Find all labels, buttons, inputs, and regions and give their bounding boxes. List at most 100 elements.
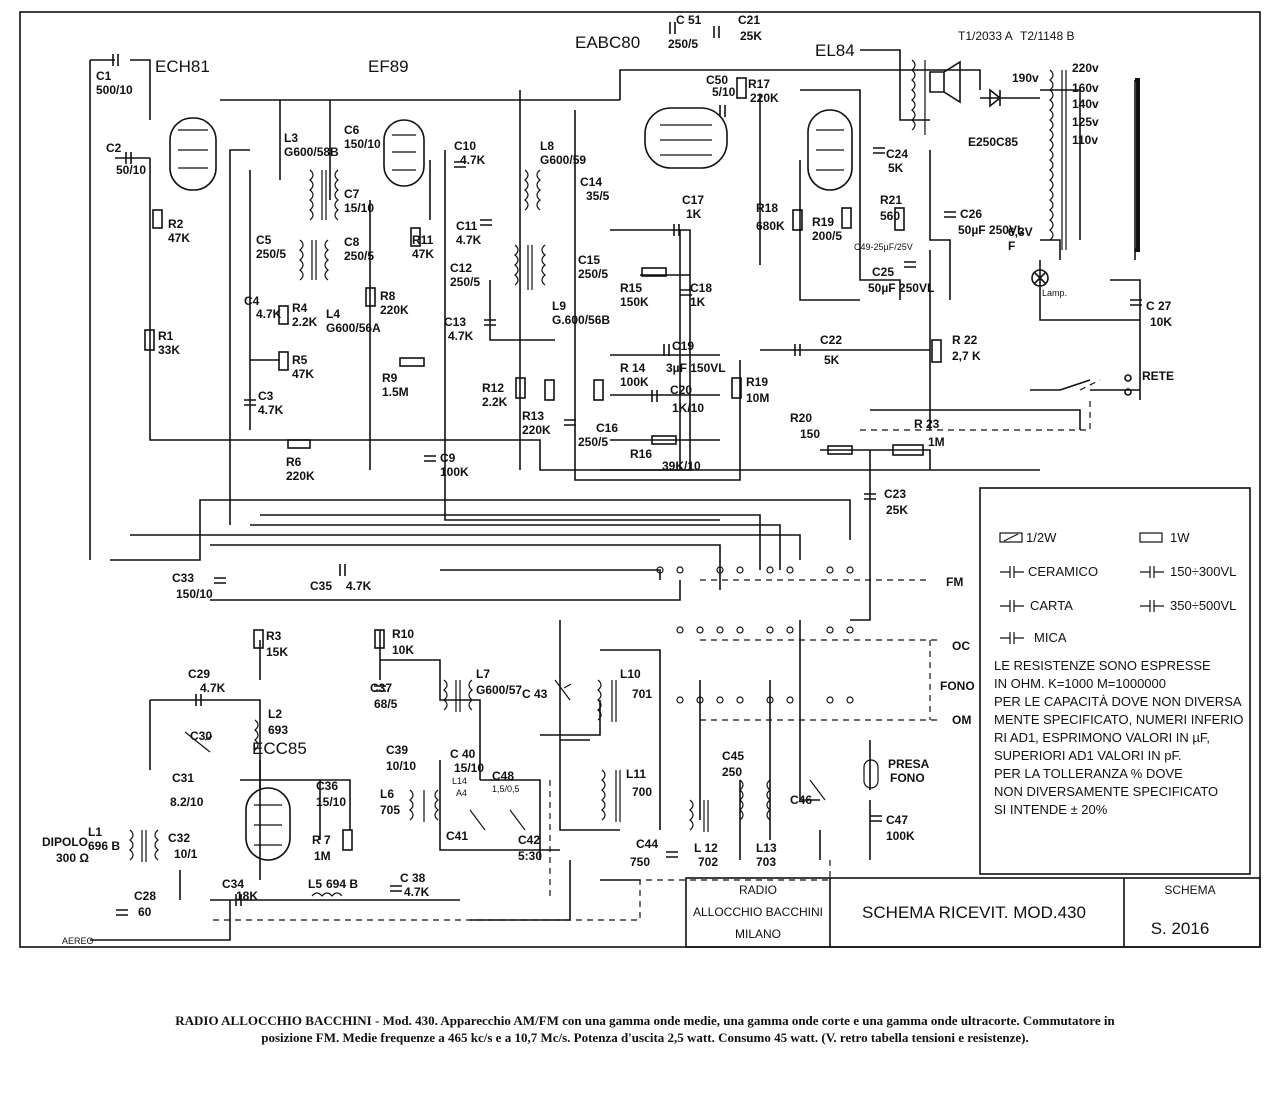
label-l11-value: 700 <box>632 785 652 799</box>
label-l13-value: 703 <box>756 855 776 869</box>
tube-ech81: ECH81 <box>155 57 217 191</box>
label-c18-value: 1K <box>690 295 706 309</box>
label-r3-value: 15K <box>266 645 288 659</box>
label-oc: OC <box>952 639 970 653</box>
label-l6-value: 705 <box>380 803 400 817</box>
capacitor-c22 <box>794 344 801 356</box>
resistor-r5 <box>278 351 289 371</box>
label-c48: C48 <box>492 769 514 783</box>
label-c14-value: 35/5 <box>586 189 610 203</box>
label-l1: L1 <box>88 825 102 839</box>
label-t2: T2/1148 B <box>1020 29 1074 43</box>
one-watt-resistor-icon <box>1139 532 1163 543</box>
tube-label: ECC85 <box>252 739 307 758</box>
label-r6-value: 220K <box>286 469 315 483</box>
label-r14-value: 100K <box>620 375 649 389</box>
label-r9: R9 <box>382 371 398 385</box>
wafer-switch <box>656 566 854 704</box>
caption-line-1: RADIO ALLOCCHIO BACCHINI - Mod. 430. App… <box>175 1013 1115 1028</box>
capacitor-c25 <box>904 261 916 268</box>
label-c24: C24 <box>886 147 908 161</box>
resistor-r15 <box>641 267 667 277</box>
legend-note-line: MENTE SPECIFICATO, NUMERI INFERIO <box>994 712 1243 727</box>
label-c50-value: 5/10 <box>712 85 736 99</box>
label-c31: C31 <box>172 771 194 785</box>
label-r10: R10 <box>392 627 414 641</box>
label-c3: C3 <box>258 389 274 403</box>
legend-350-500vl: 350÷500VL <box>1170 598 1236 613</box>
legend-note-line: IN OHM. K=1000 M=1000000 <box>994 676 1166 691</box>
resistor-r18 <box>792 209 803 231</box>
label-190v: 190v <box>1012 71 1039 85</box>
label-c47: C47 <box>886 813 908 827</box>
paper-capacitor-icon <box>1000 600 1024 612</box>
label-c19-value: 3µF 150VL <box>666 361 726 375</box>
label-c10: C10 <box>454 139 476 153</box>
label-r20-value: 150 <box>800 427 820 441</box>
resistor-r21 <box>894 207 905 231</box>
resistor-r4 <box>278 305 289 325</box>
label-r19: R19 <box>812 215 834 229</box>
label-c11: C11 <box>456 219 478 233</box>
label-r13: R13 <box>522 409 544 423</box>
capacitor-c1 <box>112 54 119 66</box>
capacitors <box>112 22 1142 916</box>
coil-l9 <box>514 244 546 290</box>
label-r22: R 22 <box>952 333 978 347</box>
label-c21-value: 25K <box>740 29 762 43</box>
label-r11: R11 <box>412 233 434 247</box>
coil-l4 <box>299 239 329 281</box>
label-c19: C19 <box>672 339 694 353</box>
label-c22-value: 5K <box>824 353 840 367</box>
label-c44: C44 <box>636 837 658 851</box>
capacitor-c33 <box>214 577 226 584</box>
label-l14: L14 <box>452 776 467 786</box>
label-r15-value: 150K <box>620 295 649 309</box>
label-c14: C14 <box>580 175 602 189</box>
capacitor-c3 <box>244 399 256 406</box>
label-c9: C9 <box>440 451 456 465</box>
label-l10-value: 701 <box>632 687 652 701</box>
label-a4: A4 <box>456 788 467 798</box>
legend-note-line: LE RESISTENZE SONO ESPRESSE <box>994 658 1211 673</box>
title-block: RADIO ALLOCCHIO BACCHINI MILANO SCHEMA R… <box>685 877 1261 948</box>
label-c40: C 40 <box>450 747 476 761</box>
legend-note-line: PER LE CAPACITÀ DOVE NON DIVERSA <box>994 694 1242 709</box>
variable-capacitor-c46 <box>809 779 826 801</box>
label-l4: L4 <box>326 307 340 321</box>
label-l8-value: G600/59 <box>540 153 586 167</box>
label-c7-value: 15/10 <box>344 201 374 215</box>
label-r21: R21 <box>880 193 902 207</box>
label-l1-value: 696 B <box>88 839 120 853</box>
resistor-r11 <box>410 227 421 247</box>
label-lamp: Lamp. <box>1042 288 1067 298</box>
label-r5: R5 <box>292 353 308 367</box>
title-schema-label: SCHEMA <box>1164 883 1215 897</box>
label-r15: R15 <box>620 281 642 295</box>
title-brand-name: ALLOCCHIO BACCHINI <box>693 905 823 919</box>
label-c15-value: 250/5 <box>578 267 608 281</box>
label-r13-value: 220K <box>522 423 551 437</box>
label-c37-value: 68/5 <box>374 697 398 711</box>
label-r4: R4 <box>292 301 308 315</box>
coil-l1 <box>129 829 159 862</box>
label-c31-value: 8.2/10 <box>170 795 204 809</box>
label-e250c85: E250C85 <box>968 135 1018 149</box>
label-l9-value: G.600/56B <box>552 313 610 327</box>
label-c10-value: 4.7K <box>460 153 486 167</box>
label-l10: L10 <box>620 667 641 681</box>
capacitor-c9 <box>424 455 436 462</box>
label-c3-value: 4.7K <box>258 403 284 417</box>
label-r19-value: 200/5 <box>812 229 842 243</box>
label-c38: C 38 <box>400 871 426 885</box>
capacitor-c11 <box>480 219 492 226</box>
capacitor-c34 <box>235 894 242 906</box>
label-c13-value: 4.7K <box>448 329 474 343</box>
label-aereo: AEREO <box>62 936 94 946</box>
label-c20-value: 1K/10 <box>672 401 704 415</box>
label-c32-value: 10/1 <box>174 847 198 861</box>
legend-one-watt: 1W <box>1170 530 1190 545</box>
label-r8-value: 220K <box>380 303 409 317</box>
label-r6: R6 <box>286 455 302 469</box>
resistor-r10 <box>374 629 385 649</box>
